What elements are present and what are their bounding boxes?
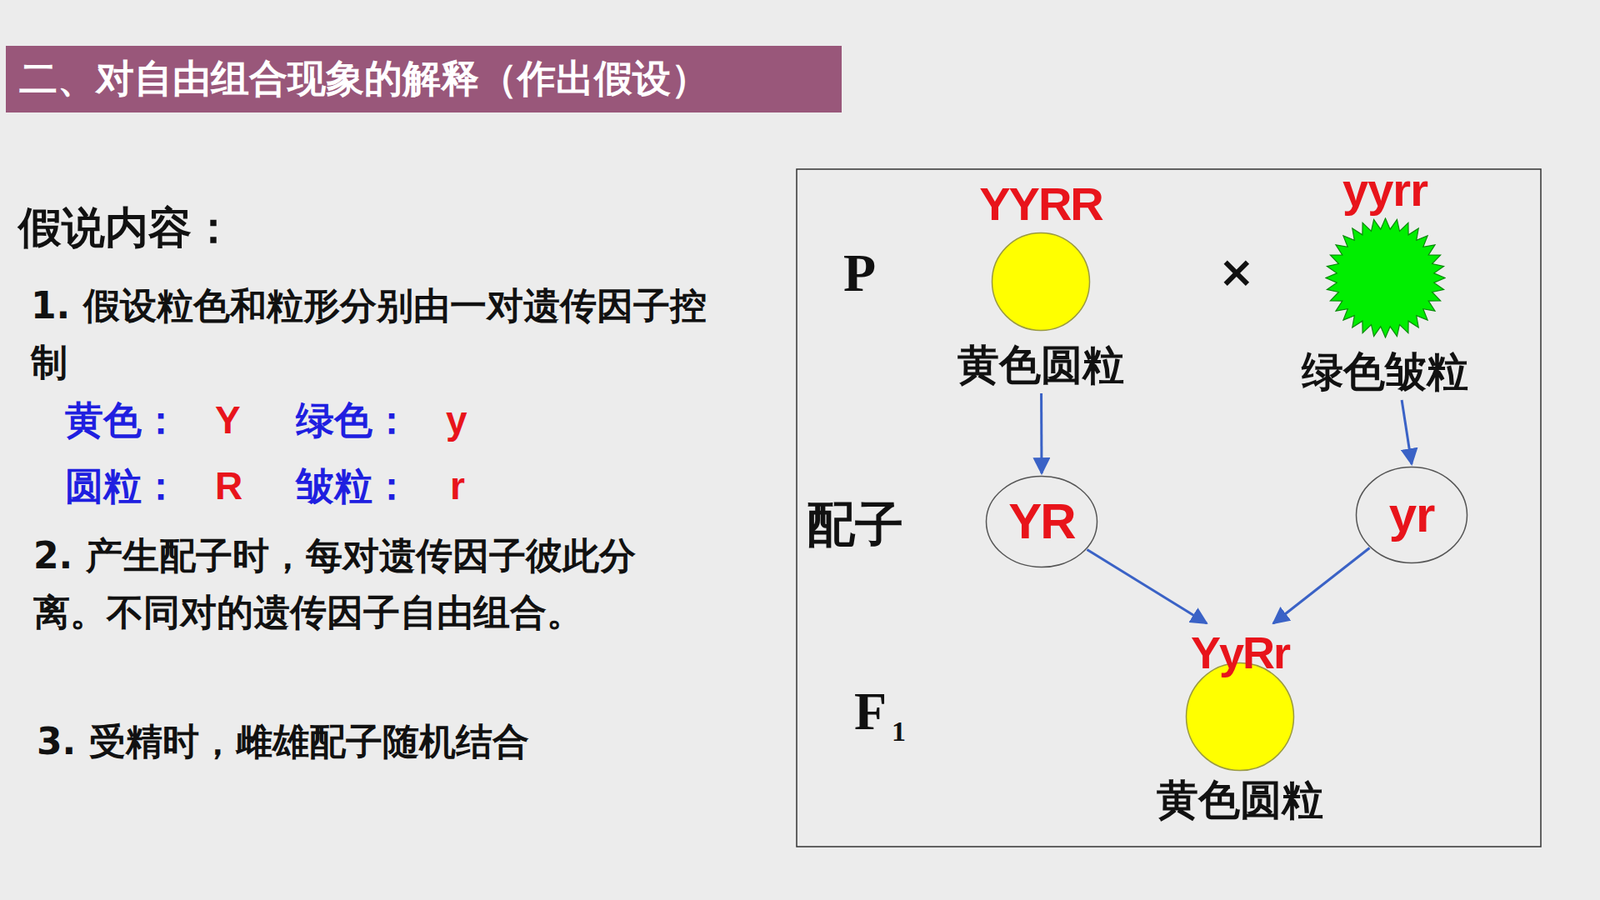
pea-shape bbox=[1185, 661, 1295, 772]
cross-symbol: × bbox=[1218, 245, 1255, 299]
allele-symbol: R bbox=[215, 460, 243, 511]
wrinkled-pea bbox=[1325, 218, 1445, 338]
gamete-genotype: yr bbox=[1389, 485, 1435, 545]
hypothesis-item: 1. 假设粒色和粒形分别由一对遗传因子控制 bbox=[30, 277, 731, 391]
gamete-genotype: YR bbox=[1008, 492, 1075, 551]
phenotype: 黄色圆粒 bbox=[1156, 776, 1324, 824]
slide-title: 二、对自由组合现象的解释（作出假设） bbox=[5, 53, 710, 105]
pea-drawing bbox=[1185, 661, 1295, 772]
generation-label: F bbox=[854, 681, 887, 742]
section-heading: 假说内容： bbox=[18, 200, 235, 255]
genotype: YYRR bbox=[979, 176, 1103, 232]
generation-label: P bbox=[843, 243, 876, 304]
arrow-connector bbox=[1040, 393, 1043, 474]
trait-name: 黄色： bbox=[65, 395, 180, 445]
phenotype: 绿色皱粒 bbox=[1301, 346, 1469, 397]
gamete-ellipse: yr bbox=[1355, 465, 1469, 565]
allele-symbol: Y bbox=[215, 395, 241, 445]
pea-shape bbox=[1325, 217, 1446, 339]
genotype: yyrr bbox=[1342, 162, 1428, 218]
generation-subscript: 1 bbox=[891, 715, 906, 749]
trait-name: 绿色： bbox=[295, 395, 411, 445]
arrow-connector bbox=[1086, 550, 1207, 624]
generation-label: 配子 bbox=[806, 495, 904, 554]
title-bar: 二、对自由组合现象的解释（作出假设） bbox=[5, 45, 842, 113]
genotype: YyRr bbox=[1190, 628, 1290, 677]
gamete-ellipse: YR bbox=[985, 475, 1099, 569]
arrow-connector bbox=[1273, 548, 1370, 624]
phenotype: 黄色圆粒 bbox=[957, 340, 1125, 390]
arrow-connector bbox=[1401, 400, 1412, 465]
pea-shape bbox=[990, 231, 1091, 332]
allele-symbol: y bbox=[445, 395, 468, 445]
pea-drawing bbox=[990, 231, 1091, 332]
trait-name: 圆粒： bbox=[65, 460, 180, 511]
offspring-pea: YyRr 黄色圆粒 bbox=[1156, 628, 1324, 824]
parent-pea: yyrr 绿色皱粒 bbox=[1301, 162, 1469, 397]
allele-symbol: r bbox=[450, 460, 465, 511]
trait-name: 皱粒： bbox=[295, 460, 411, 511]
hypothesis-item: 3. 受精时，雌雄配子随机结合 bbox=[36, 713, 737, 770]
round-pea bbox=[1186, 663, 1295, 771]
hypothesis-item: 2. 产生配子时，每对遗传因子彼此分离。不同对的遗传因子自由组合。 bbox=[33, 527, 700, 641]
frame-border bbox=[796, 169, 1541, 847]
round-pea bbox=[992, 233, 1090, 331]
gamete-outline bbox=[986, 476, 1098, 568]
pea-drawing bbox=[1325, 217, 1446, 339]
gamete-outline bbox=[1356, 467, 1468, 564]
parent-pea: YYRR 黄色圆粒 bbox=[957, 176, 1125, 390]
